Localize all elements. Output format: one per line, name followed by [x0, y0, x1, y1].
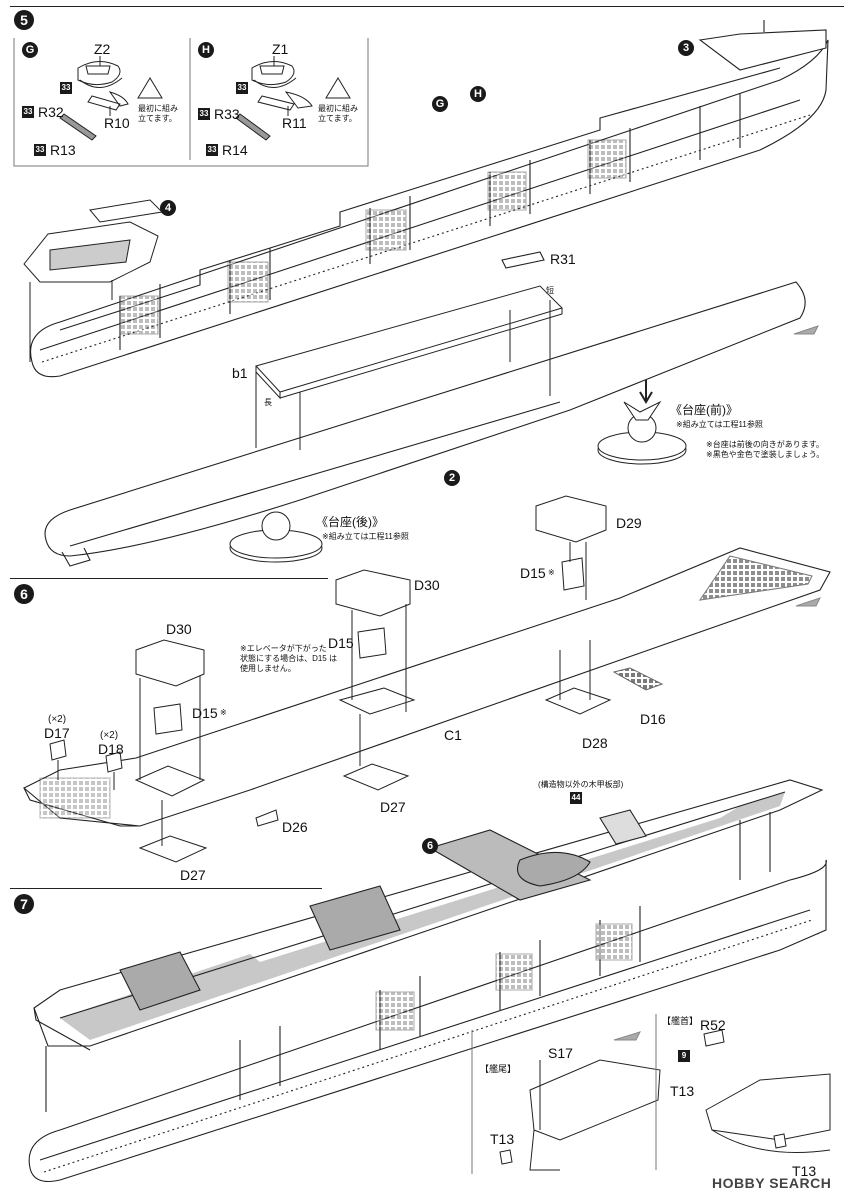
- mount-rear-title: 《台座(後)》: [316, 515, 384, 529]
- step-6-number: 6: [14, 584, 34, 604]
- badge-33-h2: 33: [198, 108, 210, 120]
- bow-inset: [703, 1029, 831, 1153]
- label-r52: R52: [700, 1017, 726, 1033]
- label-short: 短: [546, 286, 554, 295]
- label-c1: C1: [444, 727, 462, 743]
- label-t13-bow2: T13: [792, 1163, 817, 1179]
- badge-33-h: 33: [236, 82, 248, 94]
- part-d16: [612, 667, 664, 691]
- divider-step6: [10, 578, 328, 579]
- ref-step-4: 4: [160, 200, 176, 216]
- mount-front-note: ※組み立ては工程11参照: [676, 420, 763, 429]
- label-z1: Z1: [272, 41, 289, 57]
- label-r31: R31: [550, 251, 576, 267]
- deck-b1-plate: [255, 285, 563, 450]
- label-d30-left: D30: [166, 621, 192, 637]
- badge-33-g3: 33: [34, 144, 46, 156]
- label-g-part: G: [432, 96, 448, 112]
- divider-step7: [10, 888, 322, 889]
- ref-step-6: 6: [422, 838, 438, 854]
- star-d15-left: ※: [220, 708, 227, 717]
- label-r11: R11: [282, 115, 307, 131]
- mount-rear: [229, 511, 323, 563]
- label-d30-mid: D30: [414, 577, 440, 593]
- label-d28: D28: [582, 735, 608, 751]
- label-t13-bow: T13: [670, 1083, 695, 1099]
- part-d29: [535, 495, 612, 715]
- part-z2-drawing: [59, 56, 163, 141]
- label-d27-mid: D27: [380, 799, 406, 815]
- badge-33-g: 33: [60, 82, 72, 94]
- label-d15-a: D15: [520, 565, 546, 581]
- label-s17: S17: [548, 1045, 573, 1061]
- step7-flight-deck: [33, 779, 824, 1051]
- badge-33-g2: 33: [22, 106, 34, 118]
- label-d27-left: D27: [180, 867, 206, 883]
- label-x2-d18: (×2): [100, 730, 119, 741]
- label-d26: D26: [282, 819, 308, 835]
- label-h-part: H: [470, 86, 486, 102]
- label-x2-d17: (×2): [48, 714, 67, 725]
- label-d17: D17: [44, 725, 70, 741]
- label-d15-mid: D15: [328, 635, 354, 651]
- stern-title: 【艦尾】: [480, 1064, 517, 1074]
- label-d29: D29: [616, 515, 642, 531]
- note-assemble-first-h: 最初に組み 立てます。: [318, 104, 358, 123]
- step6-flight-deck: [23, 547, 831, 827]
- label-d15-left: D15: [192, 705, 218, 721]
- label-z2: Z2: [94, 41, 111, 57]
- step-5-number: 5: [14, 10, 34, 30]
- label-long: 長: [264, 398, 272, 407]
- deck-note: (構造物以外の木甲板部): [538, 780, 624, 789]
- label-d16: D16: [640, 711, 666, 727]
- label-t13-stern: T13: [490, 1131, 515, 1147]
- label-r13: R13: [50, 142, 76, 158]
- mount-orientation-note: ※台座は前後の向きがあります。 ※黒色や金色で塗装しましょう。: [706, 440, 825, 459]
- label-r10: R10: [104, 115, 130, 131]
- badge-44: 44: [570, 792, 582, 804]
- sub-step-h: H: [198, 42, 214, 58]
- step7-hull: [28, 812, 827, 1183]
- label-r33: R33: [214, 106, 240, 122]
- part-d30-left: [134, 639, 208, 863]
- mount-rear-note: ※組み立ては工程11参照: [322, 532, 409, 541]
- mount-front: [597, 380, 687, 465]
- badge-33-h3: 33: [206, 144, 218, 156]
- label-b1: b1: [232, 365, 248, 381]
- step5-lower-hull: [44, 281, 806, 567]
- divider-top: [10, 6, 844, 7]
- label-r32: R32: [38, 104, 64, 120]
- label-d18: D18: [98, 741, 124, 757]
- elevator-note: ※エレベータが下がった 状態にする場合は、D15 は 使用しません。: [240, 644, 337, 673]
- step5-upper-hull: [30, 20, 829, 378]
- ref-step-2: 2: [444, 470, 460, 486]
- note-assemble-first-g: 最初に組み 立てます。: [138, 104, 178, 123]
- sub-step-g: G: [22, 42, 38, 58]
- badge-9: 9: [678, 1050, 690, 1062]
- step4-bow-part: [23, 199, 164, 362]
- mount-front-title: 《台座(前)》: [670, 403, 738, 417]
- part-z1-drawing: [235, 56, 351, 141]
- star-d15-a: ※: [548, 568, 555, 577]
- step-7-number: 7: [14, 894, 34, 914]
- part-d30-mid: [335, 569, 416, 791]
- ref-step-3: 3: [678, 40, 694, 56]
- stern-inset: [499, 1059, 661, 1171]
- label-r14: R14: [222, 142, 248, 158]
- watermark: HOBBY SEARCH: [712, 1175, 832, 1191]
- bow-title: 【艦首】: [662, 1016, 699, 1026]
